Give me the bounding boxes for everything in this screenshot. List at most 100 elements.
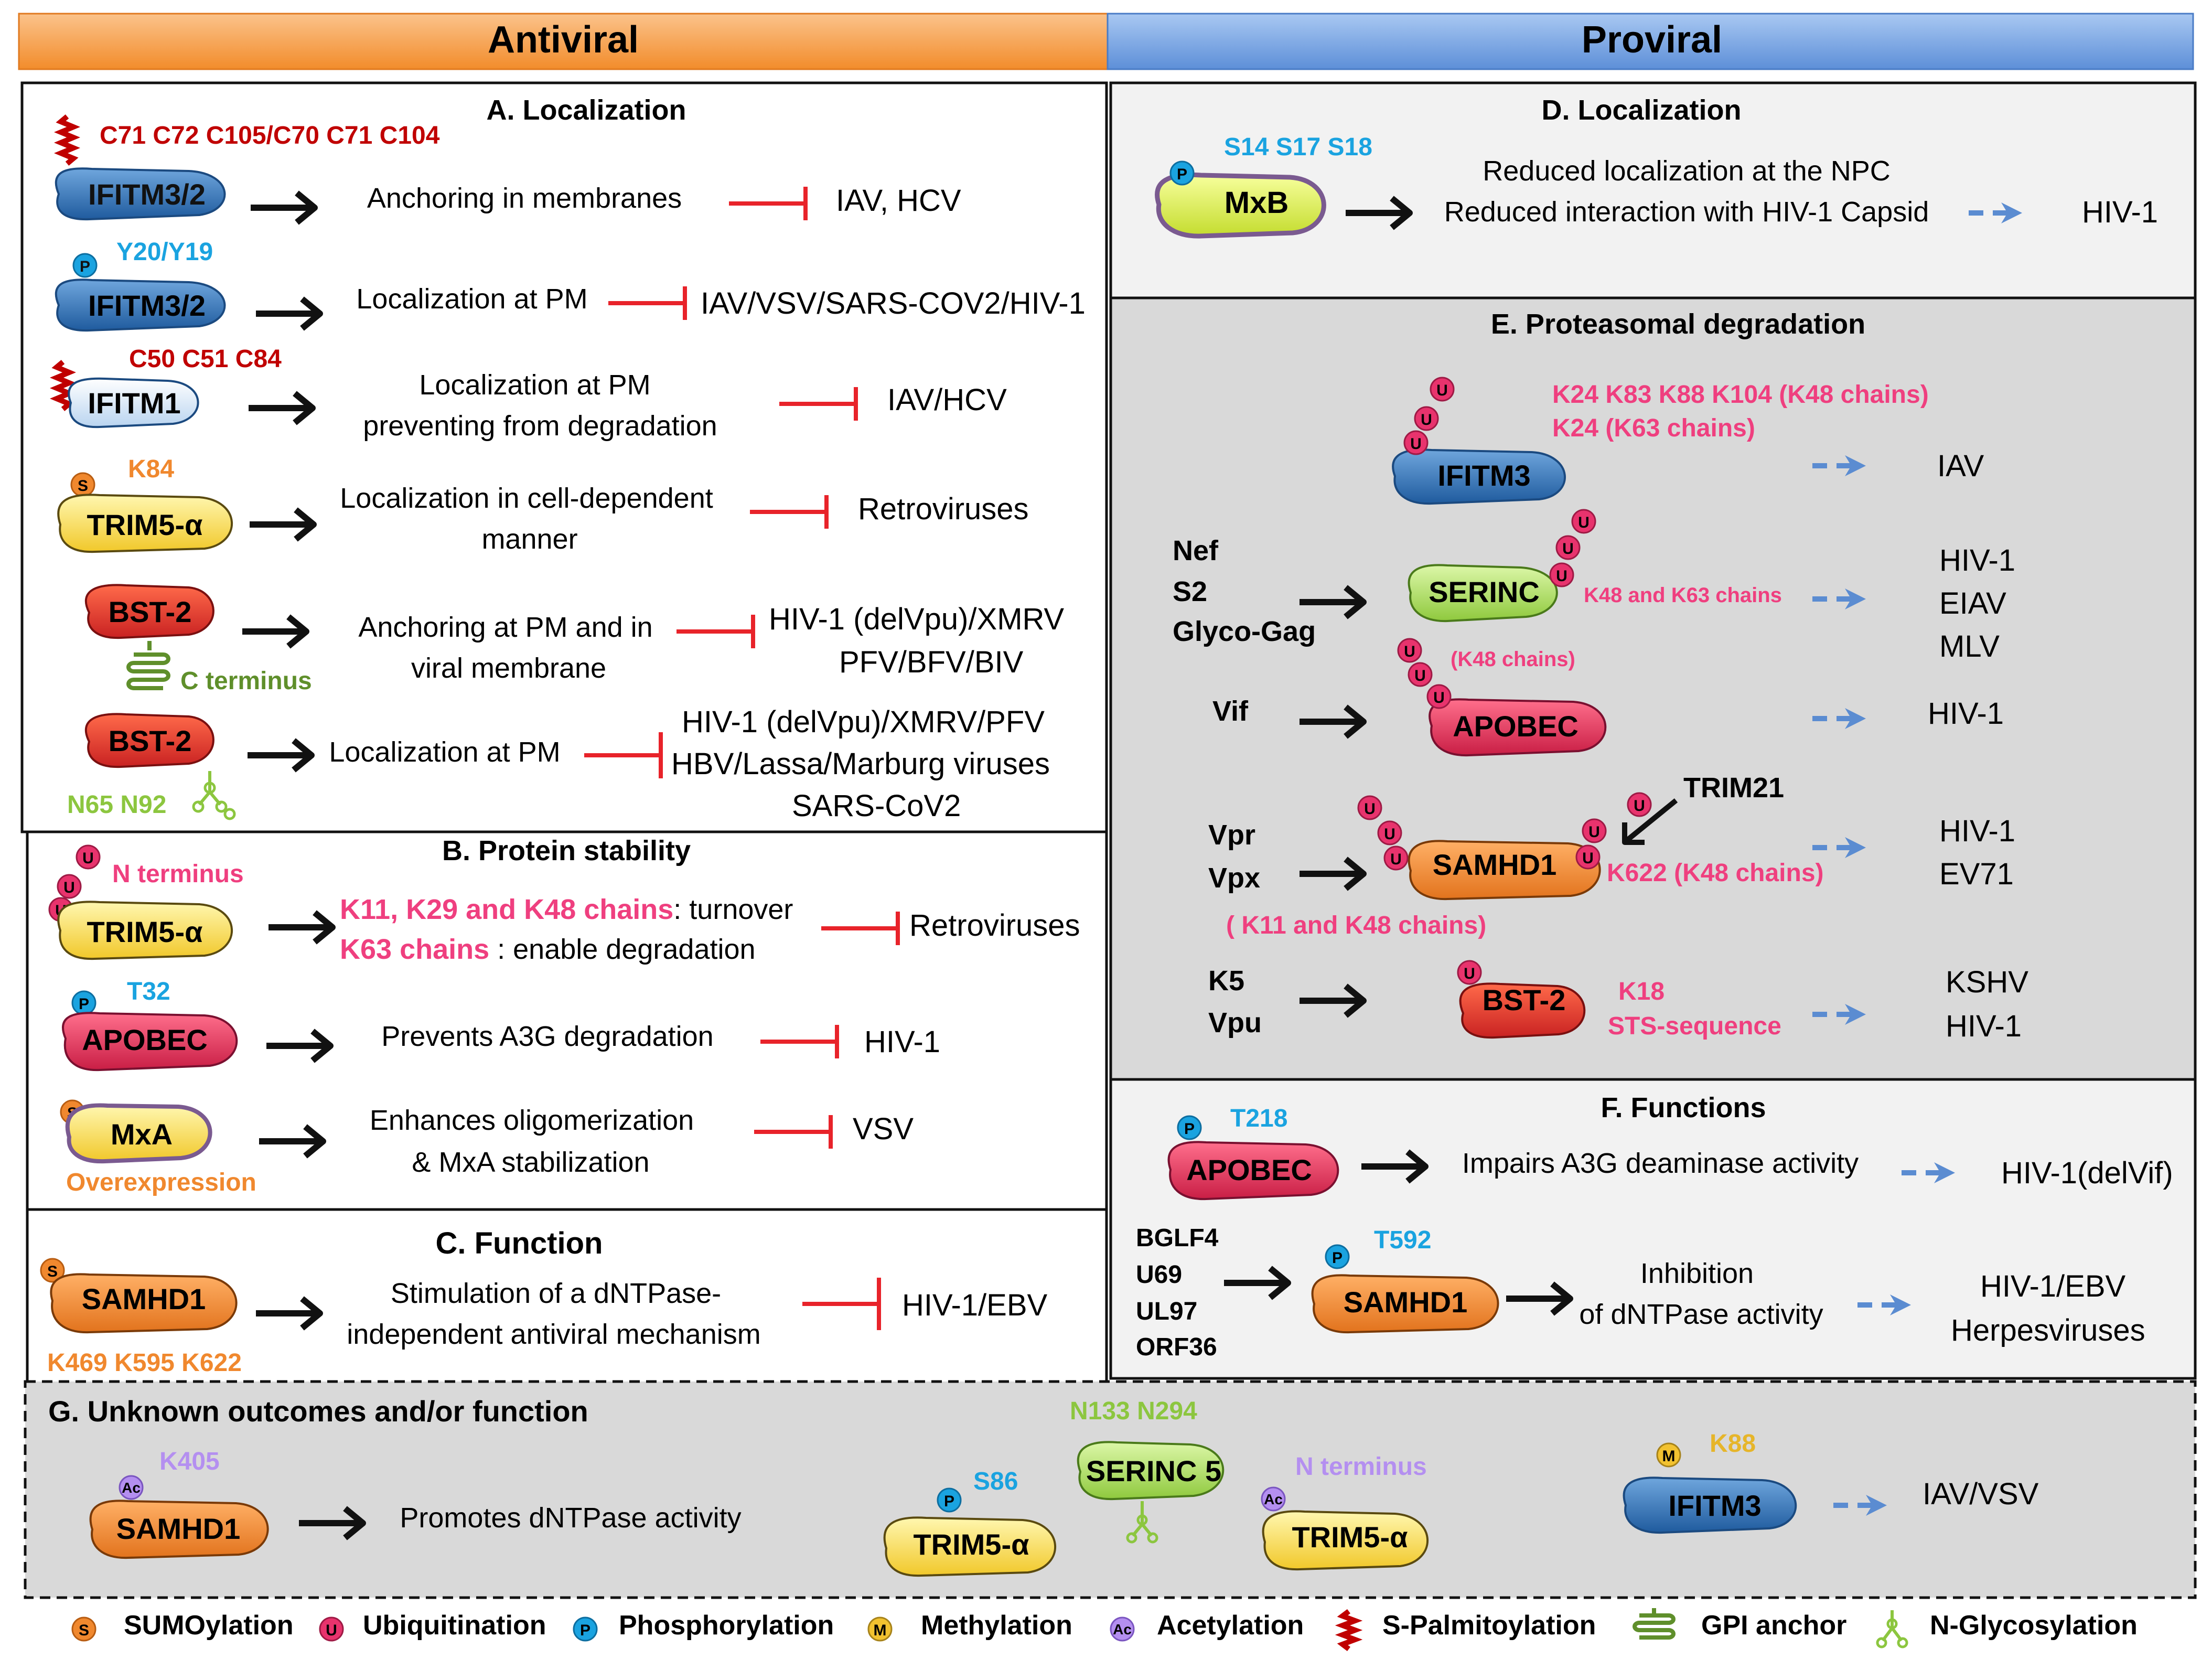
acetylation-badge — [1110, 1617, 1135, 1642]
arrow — [259, 1124, 326, 1159]
arrow — [250, 507, 317, 542]
mxa-label: MxA — [111, 1118, 173, 1151]
ifitm1-palmitoyl-sites: C50 C51 C84 — [129, 345, 282, 373]
target-ev71: EV71 — [1939, 857, 2014, 891]
arrow — [299, 1506, 366, 1540]
badge-letter: U — [1562, 540, 1574, 558]
bst2-glyco-sites: N65 N92 — [67, 791, 166, 819]
serinc5-label: SERINC 5 — [1086, 1454, 1221, 1487]
ubiquitination-badge — [76, 844, 101, 870]
badge-letter: U — [1364, 800, 1376, 818]
effect-prevents-a3g-degradation: Prevents A3G degradation — [381, 1021, 713, 1052]
ubiquitination-badge — [1549, 562, 1574, 587]
panel-a-title: A. Localization — [486, 94, 686, 126]
actor-nef: Nef — [1173, 535, 1219, 566]
target-eiav: EIAV — [1939, 586, 2006, 620]
target-hiv-1-delvif: HIV-1(delVif) — [2001, 1156, 2173, 1190]
apobec-protein-3 — [1167, 1141, 1339, 1201]
panel-g-title: G. Unknown outcomes and/or function — [48, 1395, 588, 1428]
inhibition-bar — [584, 732, 663, 778]
actor-vpr: Vpr — [1208, 819, 1255, 851]
effect-enable-degradation: : enable degradation — [489, 934, 755, 965]
legend-label: Acetylation — [1157, 1610, 1304, 1641]
trim5-alpha-protein-4 — [1262, 1510, 1429, 1571]
panel-e-title: E. Proteasomal degradation — [1491, 308, 1865, 340]
target-sars-cov2: SARS-CoV2 — [792, 789, 961, 823]
palmitoyl-icon — [1335, 1609, 1363, 1651]
glycan-dot — [203, 782, 216, 794]
legend-label: SUMOylation — [124, 1610, 294, 1641]
badge-letter: U — [1421, 411, 1432, 429]
ubiquitination-badge — [1430, 377, 1455, 402]
trim5-phospho-site: S86 — [973, 1468, 1018, 1495]
glycan-dot — [223, 808, 236, 820]
effect-localization-pm: Localization at PM — [419, 369, 650, 401]
glycan-dot — [1886, 1618, 1898, 1630]
apobec-label-1: APOBEC — [82, 1023, 208, 1056]
ubiquitination-badge — [1408, 662, 1433, 687]
target-hiv-1: HIV-1 — [1939, 814, 2015, 848]
badge-letter: U — [82, 850, 94, 867]
inhibition-bar — [779, 387, 858, 421]
legend-label: Methylation — [921, 1610, 1072, 1641]
actor-bglf4: BGLF4 — [1136, 1224, 1219, 1252]
proviral-title: Proviral — [1582, 19, 1722, 61]
ifitm3-ubiquitin-sites-2: K24 (K63 chains) — [1552, 414, 1755, 442]
target-hiv-1: HIV-1 — [1946, 1009, 2022, 1043]
trim5-alpha-label-4: TRIM5-α — [1292, 1521, 1408, 1554]
ifitm-phospho-sites: Y20/Y19 — [116, 238, 213, 266]
badge-letter: P — [580, 1622, 590, 1639]
target-kshv: KSHV — [1946, 965, 2028, 999]
target-herpesviruses: Herpesviruses — [1951, 1313, 2145, 1347]
badge-letter: Ac — [1113, 1621, 1132, 1637]
trim5-acetyl-site: N terminus — [1295, 1453, 1427, 1481]
ubiquitination-badge — [1397, 638, 1422, 663]
ubiquitination-badge — [1571, 509, 1596, 534]
gpi-anchor-icon — [126, 641, 170, 690]
target-hiv-1: HIV-1 — [1939, 543, 2015, 577]
arrow — [266, 1029, 334, 1063]
arrow — [251, 190, 318, 225]
ubiquitination-badge — [57, 874, 82, 899]
serinc-chain-note: K48 and K63 chains — [1584, 584, 1782, 607]
acetylation-badge — [1261, 1486, 1286, 1512]
target-pfv-bfv-biv: PFV/BFV/BIV — [839, 645, 1024, 679]
effect-localization-cell-dependent: Localization in cell-dependent — [340, 483, 713, 514]
trim5-alpha-label-3: TRIM5-α — [913, 1528, 1029, 1561]
target-iav-vsv: IAV/VSV — [1923, 1477, 2039, 1511]
target-iav: IAV — [1937, 449, 1984, 483]
arrow — [1622, 798, 1678, 845]
actor-ul97: UL97 — [1136, 1298, 1197, 1325]
legend: S SUMOylation U Ubiquitination P Phospho… — [71, 1608, 2138, 1651]
arrow — [1361, 1149, 1429, 1184]
ifitm3-ubiquitin-sites-1: K24 K83 K88 K104 (K48 chains) — [1552, 381, 1929, 409]
chain-k63: K63 chains — [340, 934, 489, 965]
panel-b-title: B. Protein stability — [442, 835, 691, 866]
badge-letter: U — [1634, 797, 1645, 815]
inhibition-bar — [608, 286, 687, 320]
samhd1-protein-1 — [50, 1273, 238, 1334]
arrow — [256, 296, 323, 331]
badge-letter: U — [1464, 965, 1475, 982]
actor-u69: U69 — [1136, 1261, 1182, 1289]
trim5-sumo-sites: K84 — [128, 455, 174, 483]
badge-letter: U — [1436, 382, 1448, 399]
ubiquitination-badge — [1555, 535, 1581, 560]
ifitm1-protein — [68, 377, 199, 429]
inhibition-bar — [754, 1115, 833, 1149]
arrow — [1300, 857, 1367, 891]
ubiquitination-badge — [319, 1617, 344, 1642]
phosphorylation-badge — [573, 1617, 598, 1642]
samhd1-label-1: SAMHD1 — [82, 1282, 206, 1315]
inhibition-bar — [729, 187, 808, 220]
arrow — [248, 738, 315, 773]
apobec-label-3: APOBEC — [1186, 1153, 1312, 1186]
samhd1-label-3: SAMHD1 — [1344, 1286, 1467, 1319]
badge-letter: M — [874, 1622, 887, 1639]
panel-f-title: F. Functions — [1601, 1092, 1766, 1123]
actor-vpx: Vpx — [1208, 862, 1260, 894]
apobec-phospho-site: T218 — [1230, 1105, 1287, 1132]
effect-enhances-oligomerization: Enhances oligomerization — [370, 1105, 694, 1136]
ubiquitination-badge — [1457, 960, 1482, 985]
apobec-chain-note: (K48 chains) — [1451, 648, 1575, 671]
